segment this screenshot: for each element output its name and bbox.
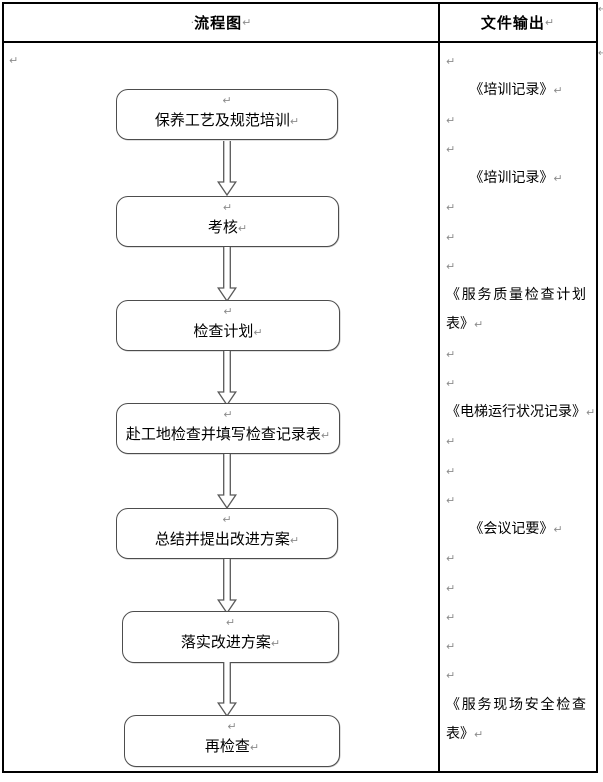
pilcrow-mark: ↵ [446, 552, 456, 566]
pilcrow-mark: ↵ [553, 523, 563, 536]
pilcrow-mark: ↵ [446, 55, 456, 68]
output-item-label: 《会议记要》 [469, 521, 554, 537]
pilcrow-mark: ↵ [446, 201, 456, 215]
output-column: ↵ 《培训记录》↵ ↵ ↵ 《培训记录》↵ ↵ ↵ ↵ 《服务质量检查计划表》↵… [440, 42, 595, 750]
pilcrow-mark: ↵ [474, 318, 484, 332]
output-item-label: 《电梯运行状况记录》 [446, 404, 586, 420]
empty-paragraph: ↵ [446, 369, 586, 398]
pilcrow-mark: ↵ [289, 115, 300, 128]
flow-step-label: 保养工艺及规范培训 [154, 111, 290, 129]
pilcrow-mark: ↵ [446, 464, 456, 478]
pilcrow-mark: ↵ [598, 48, 603, 59]
empty-paragraph: ↵ [446, 661, 586, 690]
empty-paragraph: ↵ [446, 544, 586, 573]
flow-step-box: ↵ 再检查↵ [124, 715, 340, 767]
header-cell-flowchart: · 流程图 ↵ [4, 4, 438, 41]
pilcrow-mark: ↵ [598, 4, 603, 15]
pilcrow-mark: ↵ [446, 259, 456, 273]
down-arrow [217, 141, 237, 196]
pilcrow-mark: ↵ [222, 201, 233, 214]
flow-step-label: 再检查 [204, 737, 250, 755]
output-item: 《服务现场安全检查表》↵ [446, 691, 586, 750]
pilcrow-mark: ↵ [223, 408, 233, 421]
pilcrow-mark: ↵ [249, 741, 260, 754]
pilcrow-mark: ↵ [446, 610, 456, 624]
pilcrow-mark: ↵ [223, 305, 233, 318]
output-column-title: 文件输出 [480, 14, 545, 32]
down-arrow [217, 559, 237, 614]
pilcrow-mark: ↵ [474, 727, 484, 741]
empty-paragraph: ↵ [446, 106, 586, 135]
pilcrow-mark: ↵ [242, 16, 252, 29]
output-item: 《培训记录》↵ [446, 164, 586, 193]
pilcrow-mark: ↵ [446, 230, 456, 244]
pilcrow-mark: ↵ [270, 637, 281, 650]
pilcrow-mark: ↵ [289, 534, 300, 547]
pilcrow-mark: ↵ [9, 54, 19, 67]
process-table: · 流程图 ↵ 文件输出 ↵ ↵ ↵ 保养工艺及规范培训↵ ↵ 考核↵ ↵ 检查… [2, 2, 598, 773]
output-item: 《会议记要》↵ [446, 515, 586, 544]
flow-step-box: ↵ 落实改进方案↵ [122, 611, 339, 663]
empty-paragraph: ↵ [446, 340, 586, 369]
empty-paragraph: ↵ [446, 486, 586, 515]
down-arrow [217, 247, 237, 302]
pilcrow-mark: ↵ [446, 113, 456, 127]
flow-step-label: 落实改进方案 [180, 633, 271, 651]
pilcrow-mark: ↵ [222, 513, 232, 526]
output-item: 《电梯运行状况记录》↵ [446, 398, 595, 427]
pilcrow-mark: ↵ [253, 326, 263, 339]
flow-step-label: 总结并提出改进方案 [154, 530, 290, 548]
pilcrow-mark: ↵ [446, 142, 456, 156]
pilcrow-mark: ↵ [446, 669, 456, 683]
output-item-label: 《培训记录》 [469, 82, 554, 99]
flow-step-box: ↵ 保养工艺及规范培训↵ [116, 89, 338, 140]
flow-column-title: 流程图 [194, 14, 243, 32]
column-divider-line [438, 4, 440, 771]
empty-paragraph: ↵ [446, 47, 586, 76]
header-separator-line [4, 41, 596, 43]
empty-paragraph: ↵ [446, 574, 586, 603]
empty-paragraph: ↵ [446, 193, 586, 222]
pilcrow-mark: ↵ [446, 493, 456, 507]
flow-step-box: ↵ 赴工地检查并填写检查记录表↵ [116, 403, 340, 454]
flow-step-box: ↵ 检查计划↵ [116, 300, 340, 351]
empty-paragraph: ↵ [446, 427, 586, 456]
down-arrow [217, 454, 237, 509]
pilcrow-mark: ↵ [553, 84, 563, 98]
flow-step-box: ↵ 考核↵ [116, 196, 339, 247]
pilcrow-mark: ↵ [553, 172, 563, 185]
down-arrow [217, 351, 237, 406]
pilcrow-mark: ↵ [446, 435, 456, 449]
pilcrow-mark: ↵ [446, 640, 456, 653]
output-item-label: 《培训记录》 [469, 170, 554, 186]
pilcrow-mark: ↵ [237, 222, 248, 235]
pilcrow-mark: ↵ [225, 616, 236, 629]
space-dot-mark: · [190, 16, 195, 29]
empty-paragraph: ↵ [446, 457, 586, 486]
empty-paragraph: ↵ [446, 135, 586, 164]
empty-paragraph: ↵ [446, 252, 586, 281]
flow-step-label: 赴工地检查并填写检查记录表 [125, 425, 321, 443]
down-arrow [217, 662, 237, 717]
flow-step-box: ↵ 总结并提出改进方案↵ [116, 508, 338, 559]
pilcrow-mark: ↵ [446, 376, 456, 390]
empty-paragraph: ↵ [446, 223, 586, 252]
output-item-label: 《服务现场安全检查表》 [446, 696, 586, 742]
pilcrow-mark: ↵ [222, 94, 232, 107]
flow-step-label: 考核 [207, 218, 238, 236]
pilcrow-mark: ↵ [446, 581, 456, 595]
output-item: 《培训记录》↵ [446, 76, 586, 105]
pilcrow-mark: ↵ [544, 16, 555, 29]
flow-step-label: 检查计划 [193, 322, 254, 340]
pilcrow-mark: ↵ [320, 429, 331, 442]
empty-paragraph: ↵ [446, 603, 586, 632]
pilcrow-mark: ↵ [446, 347, 456, 361]
header-cell-output: 文件输出 ↵ [439, 4, 596, 41]
output-item: 《服务质量检查计划表》↵ [446, 281, 586, 340]
output-item-label: 《服务质量检查计划表》 [446, 287, 586, 333]
empty-paragraph: ↵ [446, 632, 586, 661]
pilcrow-mark: ↵ [227, 720, 237, 733]
pilcrow-mark: ↵ [586, 406, 596, 419]
